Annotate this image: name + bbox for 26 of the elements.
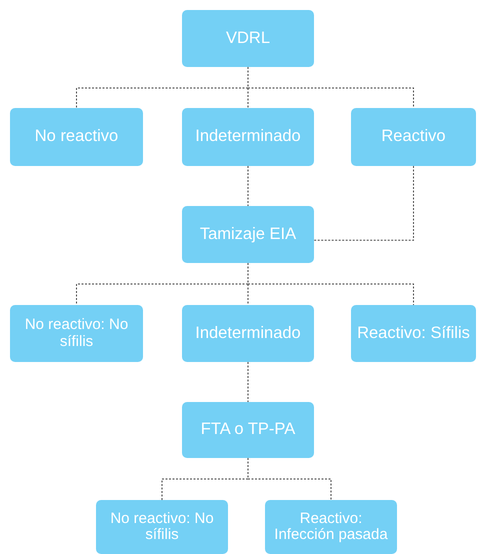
box-label: No reactivo: No sífilis (24, 317, 130, 350)
box-label: Tamizaje EIA (200, 224, 296, 244)
box-label: VDRL (226, 28, 270, 48)
box-label: Reactivo: Infección pasada (273, 510, 389, 544)
connector-line (248, 458, 332, 500)
connector-line (314, 166, 414, 241)
process-box (351, 108, 476, 166)
box-label: No reactivo (34, 127, 118, 147)
process-box (182, 108, 314, 166)
process-box (10, 305, 143, 362)
box-label: FTA o TP-PA (200, 420, 296, 440)
connector-line (248, 66, 414, 108)
box-label: Reactivo: Sífilis (357, 324, 470, 344)
box-label: Indeterminado (195, 127, 301, 147)
process-box (10, 108, 143, 166)
process-box (96, 500, 228, 554)
process-box (351, 305, 476, 362)
connector-line (248, 262, 414, 306)
process-box (182, 10, 314, 67)
box-label: No reactivo: No sífilis (109, 510, 215, 544)
process-box (182, 206, 314, 263)
process-box (265, 500, 397, 554)
process-box (182, 402, 314, 458)
box-label: Reactivo (381, 127, 446, 147)
process-box (182, 305, 314, 362)
box-label: Indeterminado (195, 324, 301, 344)
